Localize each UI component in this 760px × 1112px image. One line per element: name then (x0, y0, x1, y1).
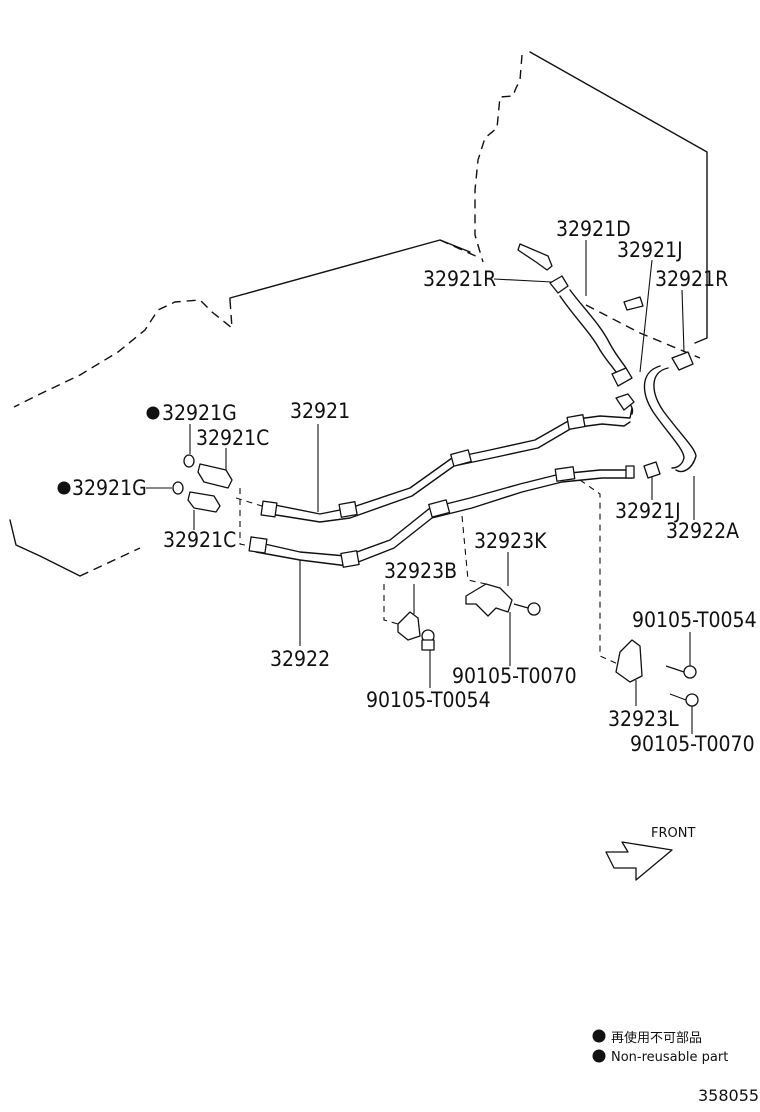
label-90105-T0054-right: 90105-T0054 (632, 608, 757, 632)
label-32921G-top: 32921G (162, 401, 237, 425)
upper-hoses (517, 243, 697, 473)
label-32921J-bottom: 32921J (615, 499, 681, 523)
left-fittings (172, 454, 263, 547)
legend-marker-en (592, 1049, 606, 1063)
engine-outline (9, 239, 481, 577)
label-32921G-bottom: 32921G (72, 476, 147, 500)
label-90105-T0054-left: 90105-T0054 (366, 688, 491, 712)
label-32921C-top: 32921C (196, 426, 269, 450)
label-90105-T0070-mid: 90105-T0070 (452, 664, 577, 688)
legend-english: Non-reusable part (611, 1050, 728, 1065)
label-90105-T0070-right: 90105-T0070 (630, 732, 755, 756)
label-32921: 32921 (290, 399, 350, 423)
legend-japanese: 再使用不可部品 (611, 1030, 702, 1046)
diagram-reference: 358055B (698, 1086, 760, 1105)
label-32921C-bottom: 32921C (163, 528, 236, 552)
legend: 再使用不可部品 Non-reusable part (592, 1029, 728, 1065)
label-32921J-top: 32921J (617, 238, 683, 262)
label-32921D: 32921D (556, 217, 631, 241)
label-32921R-left: 32921R (423, 267, 496, 291)
non-reusable-marker-bottom (57, 481, 71, 495)
part-labels: 32921D 32921J 32921R 32921R 32921G 32921… (57, 217, 757, 756)
front-label: FRONT (651, 826, 695, 841)
front-arrow-icon (605, 841, 673, 881)
leader-lines (146, 240, 695, 734)
label-32922A: 32922A (666, 519, 739, 543)
transmission-outline (474, 51, 708, 359)
label-32923B: 32923B (384, 559, 457, 583)
brackets-bolts (383, 479, 699, 707)
non-reusable-marker-top (146, 406, 160, 420)
front-direction: FRONT (605, 826, 695, 881)
pipe-32921 (260, 407, 633, 523)
legend-marker-jp (592, 1029, 606, 1043)
label-32922: 32922 (270, 647, 330, 671)
label-32921R-right: 32921R (655, 267, 728, 291)
label-32923K: 32923K (474, 529, 547, 553)
label-32923L: 32923L (608, 707, 679, 731)
pipe-32922 (248, 461, 661, 568)
